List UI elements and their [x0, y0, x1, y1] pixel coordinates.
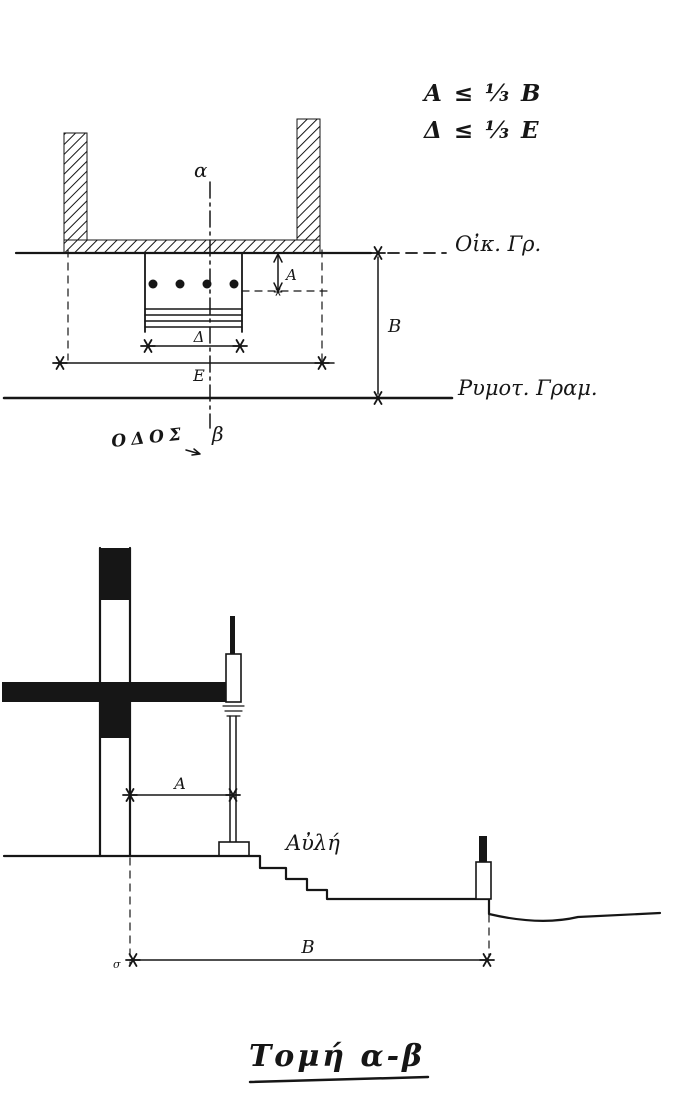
balcony-steps — [144, 308, 243, 328]
plan-dim-a-label: Α — [284, 266, 297, 284]
dimension-star — [125, 953, 141, 967]
fence-post-body — [475, 861, 492, 900]
plan-dim-delta-label: Δ — [193, 328, 205, 346]
wall-top-fill — [100, 548, 130, 600]
dimension-star — [140, 339, 156, 353]
drawing-title: Τομή α-β — [249, 1039, 425, 1074]
plan-front-wall-strip — [63, 239, 321, 254]
section-view: Α Αὐλή Β σ — [2, 546, 662, 971]
constraint-a-b: Α ≤ ⅓ Β — [422, 80, 542, 107]
section-dim-b-label: Β — [300, 937, 314, 958]
plan-dim-e-label: Ε — [192, 366, 205, 385]
axis-bottom-label: β — [211, 422, 224, 446]
railing-post-base — [218, 841, 250, 857]
railing-post-top — [230, 616, 235, 656]
balcony-slab — [2, 682, 230, 702]
plan-dim-b-label: Β — [387, 316, 401, 337]
dimension-star — [232, 339, 248, 353]
railing-post-head — [225, 653, 242, 703]
street-line-label: Ρυμοτ. Γραμ. — [457, 376, 598, 400]
constraint-delta-e: Δ ≤ ⅓ Ε — [423, 117, 540, 144]
street-arrow-icon — [185, 448, 201, 456]
fence-post-top — [479, 836, 487, 863]
stray-mark: σ — [113, 958, 121, 971]
building-line-label: Οἰκ. Γρ. — [455, 232, 541, 256]
constraints-block: Α ≤ ⅓ Β Δ ≤ ⅓ Ε — [422, 80, 542, 144]
courtyard-label: Αὐλή — [284, 831, 340, 855]
title-block: Τομή α-β — [248, 1039, 430, 1084]
section-dim-a-label: Α — [172, 774, 186, 793]
plan-dim-a-arrow-up — [273, 253, 283, 263]
plan-view: Οἰκ. Γρ. α β Α Δ — [2, 118, 598, 456]
dimension-star — [52, 356, 68, 370]
street-label: ΟΔΟΣ — [110, 424, 187, 452]
plan-right-wall — [296, 118, 321, 244]
balcony-columns — [148, 279, 239, 289]
ground-profile — [2, 854, 662, 922]
wall-below-slab-fill — [100, 702, 130, 738]
dimension-star — [479, 953, 495, 967]
plan-dim-a-arrow-down — [273, 282, 283, 292]
dimension-star — [225, 788, 241, 802]
axis-top-label: α — [194, 158, 208, 182]
plan-left-wall — [63, 132, 88, 244]
railing-post-collar — [222, 705, 245, 717]
title-underline — [248, 1075, 430, 1084]
